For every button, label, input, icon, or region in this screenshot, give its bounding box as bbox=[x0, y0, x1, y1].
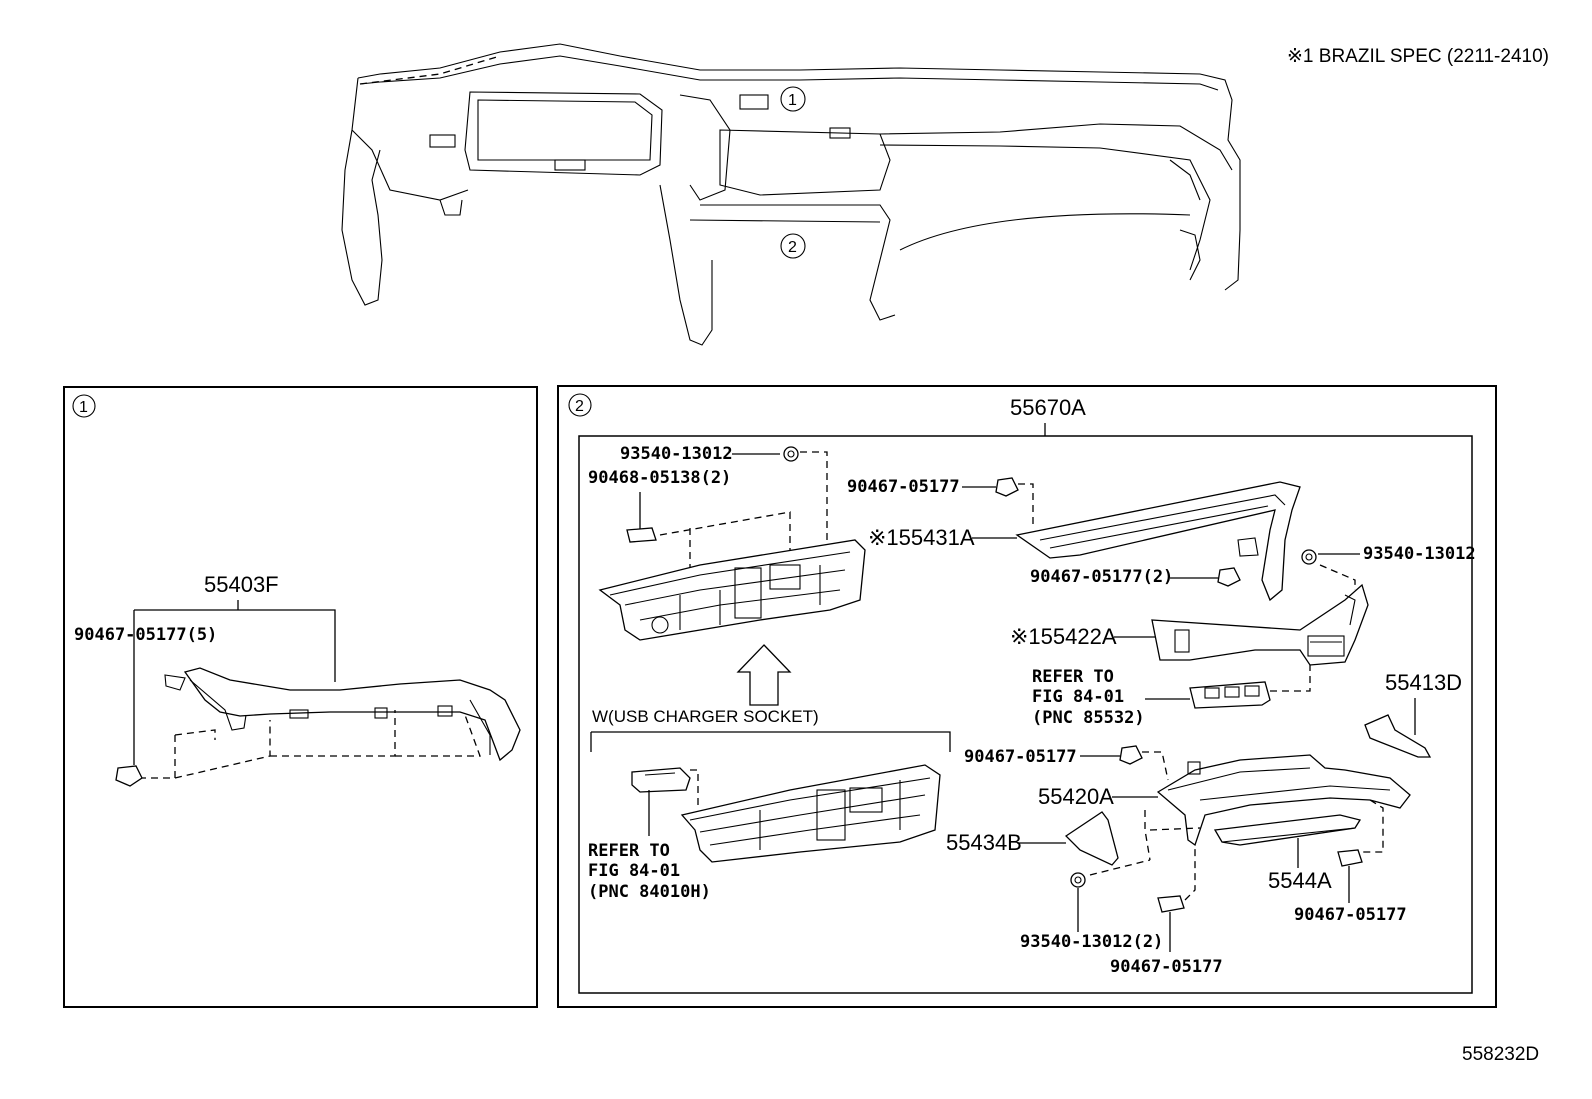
upper-vent-assembly-drawing bbox=[598, 539, 866, 641]
label-93540-13012-2: 93540-13012(2) bbox=[1020, 932, 1163, 952]
refer-fig-a-line2: FIG 84-01 bbox=[1032, 687, 1124, 707]
part-5544A-drawing bbox=[1213, 814, 1362, 846]
overview-callout-2: 2 bbox=[788, 239, 797, 256]
part-55403F-drawing bbox=[164, 667, 521, 762]
detail-panel-1: 1 55403F 90467-05177(5) bbox=[63, 386, 538, 1008]
detail-panel-2: 2 55670A 93540-13012 90468-05138(2) bbox=[557, 385, 1497, 1008]
label-90467-05177-bottom: 90467-05177 bbox=[1110, 957, 1223, 977]
panel-2-number: 2 bbox=[575, 398, 584, 415]
refer-fig-b-line3: (PNC 84010H) bbox=[588, 882, 711, 902]
refer-fig-a-line3: (PNC 85532) bbox=[1032, 708, 1145, 728]
label-90467-05177-lowright: 90467-05177 bbox=[1294, 905, 1407, 925]
label-90467-05177-top: 90467-05177 bbox=[847, 477, 960, 497]
refer-fig-b-line2: FIG 84-01 bbox=[588, 861, 680, 881]
switch-module-drawing bbox=[1189, 681, 1271, 709]
label-55403F: 55403F bbox=[204, 572, 279, 597]
part-55422A-drawing bbox=[1151, 583, 1369, 666]
panel-1-frame bbox=[63, 386, 538, 1008]
label-93540-13012-right: 93540-13012 bbox=[1363, 544, 1476, 564]
label-90468-05138-2: 90468-05138(2) bbox=[588, 468, 731, 488]
overview-callout-1: 1 bbox=[788, 92, 797, 109]
label-90467-05177-5: 90467-05177(5) bbox=[74, 625, 217, 645]
refer-fig-b-line1: REFER TO bbox=[588, 841, 670, 861]
label-90467-05177-2: 90467-05177(2) bbox=[1030, 567, 1173, 587]
label-90467-05177-mid: 90467-05177 bbox=[964, 747, 1077, 767]
refer-fig-a-line1: REFER TO bbox=[1032, 667, 1114, 687]
label-55431A: ※155431A bbox=[868, 525, 975, 550]
label-55420A: 55420A bbox=[1038, 784, 1114, 809]
panel-1-number: 1 bbox=[79, 399, 88, 416]
part-55431A-drawing bbox=[1015, 481, 1301, 602]
assembly-55670A-frame bbox=[578, 435, 1473, 994]
figure-id: 558232D bbox=[1462, 1044, 1539, 1065]
label-55670A: 55670A bbox=[1010, 395, 1086, 420]
label-55413D: 55413D bbox=[1385, 670, 1462, 695]
label-5544A: 5544A bbox=[1268, 868, 1332, 893]
usb-variant-label: W(USB CHARGER SOCKET) bbox=[592, 707, 819, 726]
lower-vent-assembly-with-usb-drawing bbox=[631, 764, 941, 863]
spec-note: ※1 BRAZIL SPEC (2211-2410) bbox=[1287, 46, 1549, 67]
label-93540-13012-top: 93540-13012 bbox=[620, 444, 733, 464]
label-55422A: ※155422A bbox=[1010, 624, 1117, 649]
part-55420A-drawing bbox=[1156, 754, 1411, 847]
label-55434B: 55434B bbox=[946, 830, 1022, 855]
dashboard-overview-drawing: 1 2 bbox=[341, 43, 1241, 346]
panel-2-frame bbox=[557, 385, 1497, 1008]
up-arrow-icon bbox=[736, 644, 792, 706]
